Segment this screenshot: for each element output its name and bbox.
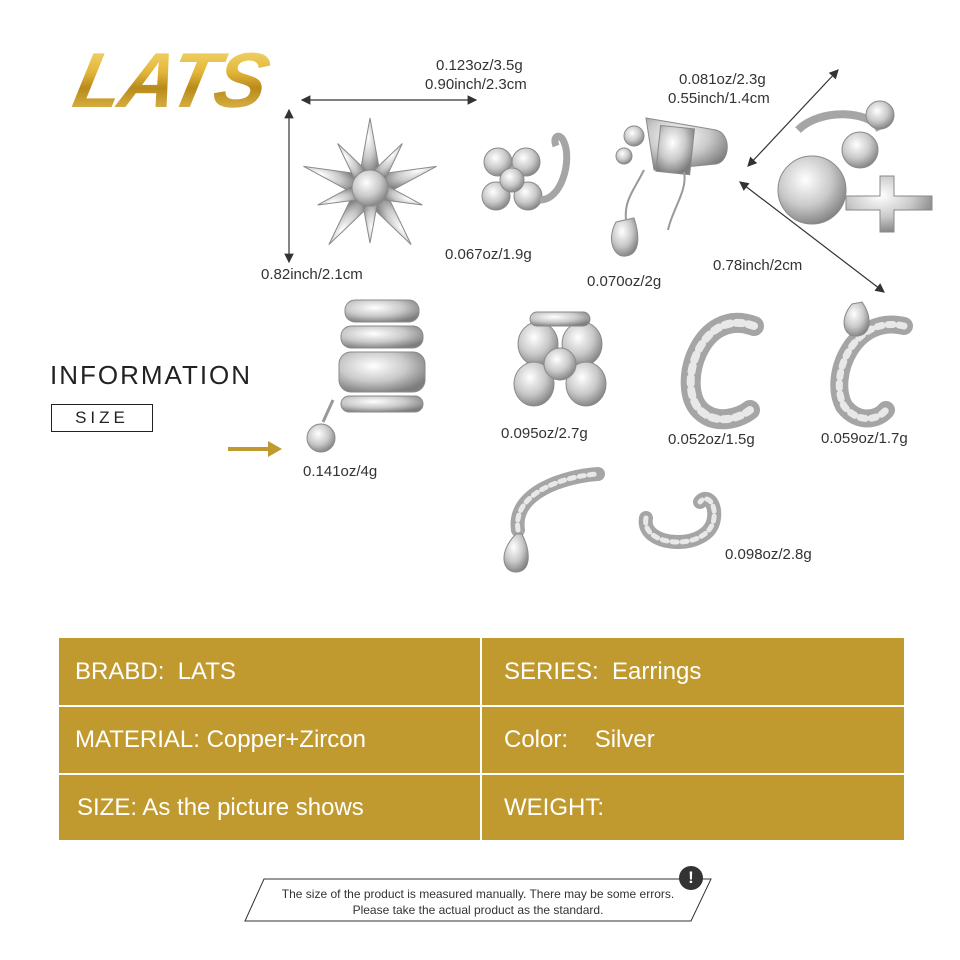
info-title: INFORMATION <box>50 360 253 390</box>
flower-clip-image <box>481 132 571 211</box>
star-width-label: 0.90inch/2.3cm <box>425 76 527 93</box>
arrow-right-icon <box>228 441 282 457</box>
wide-cuff-weight-label: 0.141oz/4g <box>303 463 378 480</box>
cross-gem-length-label: 0.78inch/2cm <box>713 257 803 274</box>
small-cuff-image <box>638 491 722 549</box>
square-drop-weight-label: 0.070oz/2g <box>587 273 662 290</box>
wide-cuff-image <box>306 299 426 453</box>
drop-cuff-image <box>503 467 605 573</box>
small-cuff-weight-label: 0.098oz/2.8g <box>725 546 812 563</box>
exclamation-icon: ! <box>679 866 703 890</box>
weight-cell: WEIGHT: <box>482 775 904 840</box>
flower-cuff-weight-label: 0.095oz/2.7g <box>501 425 588 442</box>
series-cell: SERIES: Earrings <box>482 638 904 705</box>
note-line-2: Please take the actual product as the st… <box>352 903 604 917</box>
brand-cell: BRABD: LATS <box>59 638 480 705</box>
material-cell: MATERIAL: Copper+Zircon <box>59 707 480 773</box>
color-cell: Color: Silver <box>482 707 904 773</box>
cross-gem-image <box>777 100 933 233</box>
size-cell: SIZE: As the picture shows <box>59 775 480 840</box>
length-arrow <box>739 181 885 293</box>
gem-c-cuff-weight-label: 0.059oz/1.7g <box>821 430 908 447</box>
star-earring-image <box>303 117 437 245</box>
width-arrow <box>747 69 839 167</box>
star-height-label: 0.82inch/2.1cm <box>261 266 363 283</box>
note-line-1: The size of the product is measured manu… <box>281 887 675 901</box>
flower-clip-weight-label: 0.067oz/1.9g <box>445 246 532 263</box>
product-illustrations <box>284 69 933 573</box>
flower-cuff-image <box>513 311 607 407</box>
disclaimer-note: The size of the product is measured manu… <box>244 878 712 922</box>
spec-table: BRABD: LATS SERIES: Earrings MATERIAL: C… <box>59 638 904 840</box>
cross-gem-weight-label: 0.081oz/2.3g <box>679 71 766 88</box>
star-weight-label: 0.123oz/3.5g <box>436 57 523 74</box>
gem-c-cuff-image <box>830 301 913 428</box>
square-drop-image <box>611 117 728 257</box>
size-tag: SIZE <box>51 404 153 432</box>
c-cuff-image <box>680 313 764 430</box>
cross-gem-width-label: 0.55inch/1.4cm <box>668 90 770 107</box>
c-cuff-weight-label: 0.052oz/1.5g <box>668 431 755 448</box>
